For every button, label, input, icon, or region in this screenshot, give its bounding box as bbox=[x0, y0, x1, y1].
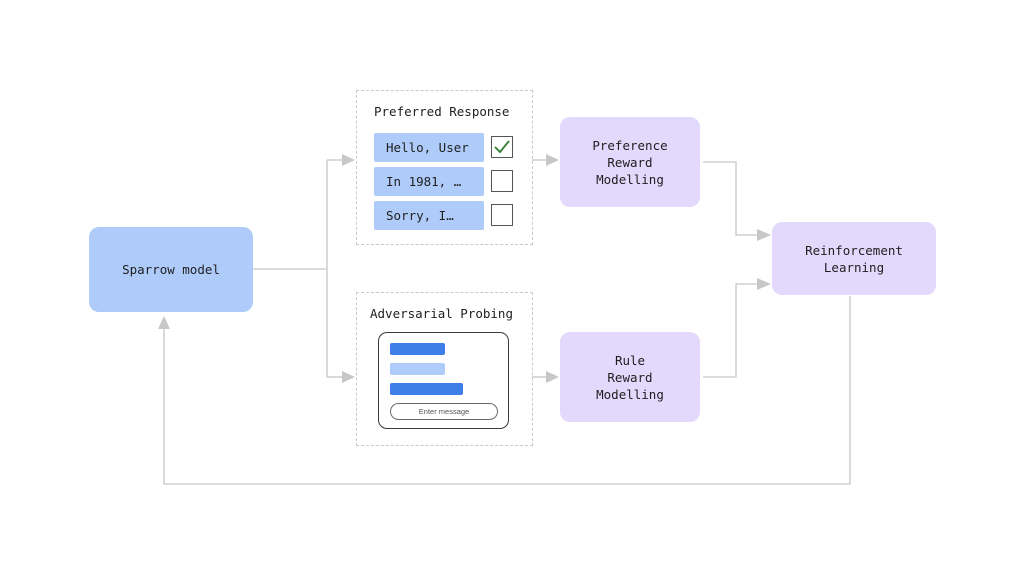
response-option: In 1981, … bbox=[374, 167, 484, 196]
message-input[interactable]: Enter message bbox=[390, 403, 498, 420]
rule-reward-modelling-node: Rule Reward Modelling bbox=[560, 332, 700, 422]
chat-message-bar bbox=[390, 343, 445, 355]
preferred-response-panel bbox=[356, 90, 533, 245]
response-text: Hello, User bbox=[386, 140, 469, 155]
adversarial-probing-title: Adversarial Probing bbox=[370, 306, 513, 321]
sparrow-model-label: Sparrow model bbox=[122, 262, 220, 277]
adversarial-probing-panel bbox=[356, 292, 533, 446]
chat-message-bar bbox=[390, 383, 463, 395]
checkbox-unchecked[interactable] bbox=[491, 170, 513, 192]
preference-reward-modelling-node: Preference Reward Modelling bbox=[560, 117, 700, 207]
reinforcement-learning-label: Reinforcement Learning bbox=[805, 242, 903, 275]
checkbox-checked[interactable] bbox=[491, 136, 513, 158]
reinforcement-learning-node: Reinforcement Learning bbox=[772, 222, 936, 295]
chat-message-bar bbox=[390, 363, 445, 375]
sparrow-model-node: Sparrow model bbox=[89, 227, 253, 312]
response-text: Sorry, I… bbox=[386, 208, 454, 223]
rule-reward-modelling-label: Rule Reward Modelling bbox=[596, 352, 664, 402]
preference-reward-modelling-label: Preference Reward Modelling bbox=[592, 137, 668, 187]
checkmark-icon bbox=[494, 140, 510, 154]
response-option: Hello, User bbox=[374, 133, 484, 162]
message-input-placeholder: Enter message bbox=[418, 407, 470, 416]
response-option: Sorry, I… bbox=[374, 201, 484, 230]
chat-window: Enter message bbox=[378, 332, 509, 429]
checkbox-unchecked[interactable] bbox=[491, 204, 513, 226]
response-text: In 1981, … bbox=[386, 174, 462, 189]
preferred-response-title: Preferred Response bbox=[374, 104, 510, 119]
